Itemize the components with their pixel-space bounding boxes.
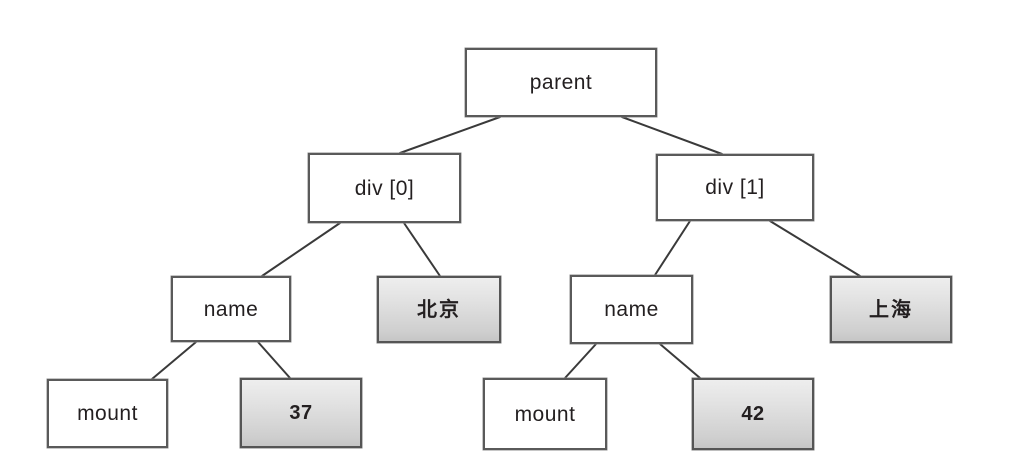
tree-node-val42: 42: [692, 378, 814, 450]
tree-node-mount0: mount: [47, 379, 168, 448]
tree-node-name0: name: [171, 276, 291, 342]
tree-edge-name0-to-val37: [257, 341, 291, 379]
tree-edge-parent-to-div1: [621, 116, 723, 155]
tree-edge-name1-to-val42: [659, 343, 701, 379]
tree-node-div1: div [1]: [656, 154, 814, 221]
tree-node-label-shanghai: 上海: [869, 298, 913, 321]
tree-node-label-parent: parent: [529, 71, 593, 94]
tree-edge-div0-to-name0: [261, 222, 341, 277]
tree-node-label-name1: name: [604, 298, 659, 321]
tree-node-label-div0: div [0]: [354, 176, 415, 200]
tree-node-label-beijing: 北京: [417, 298, 461, 321]
tree-edge-name0-to-mount0: [151, 341, 197, 380]
tree-edge-div0-to-beijing: [403, 222, 441, 277]
tree-node-mount1: mount: [483, 378, 607, 450]
tree-node-label-mount0: mount: [77, 402, 138, 425]
tree-edge-div1-to-name1: [654, 220, 691, 276]
tree-node-label-val42: 42: [741, 403, 765, 425]
tree-node-name1: name: [570, 275, 693, 344]
tree-node-parent: parent: [465, 48, 657, 117]
tree-node-label-name0: name: [203, 297, 259, 321]
tree-node-label-val37: 37: [289, 402, 313, 424]
tree-node-label-div1: div [1]: [705, 176, 765, 199]
tree-node-shanghai: 上海: [830, 276, 952, 343]
tree-node-label-mount1: mount: [514, 402, 576, 426]
tree-node-beijing: 北京: [377, 276, 501, 343]
tree-node-val37: 37: [240, 378, 362, 448]
tree-edge-name1-to-mount1: [564, 343, 597, 379]
tree-edge-div1-to-shanghai: [769, 220, 861, 277]
tree-edge-parent-to-div0: [399, 116, 501, 154]
tree-node-div0: div [0]: [308, 153, 461, 223]
